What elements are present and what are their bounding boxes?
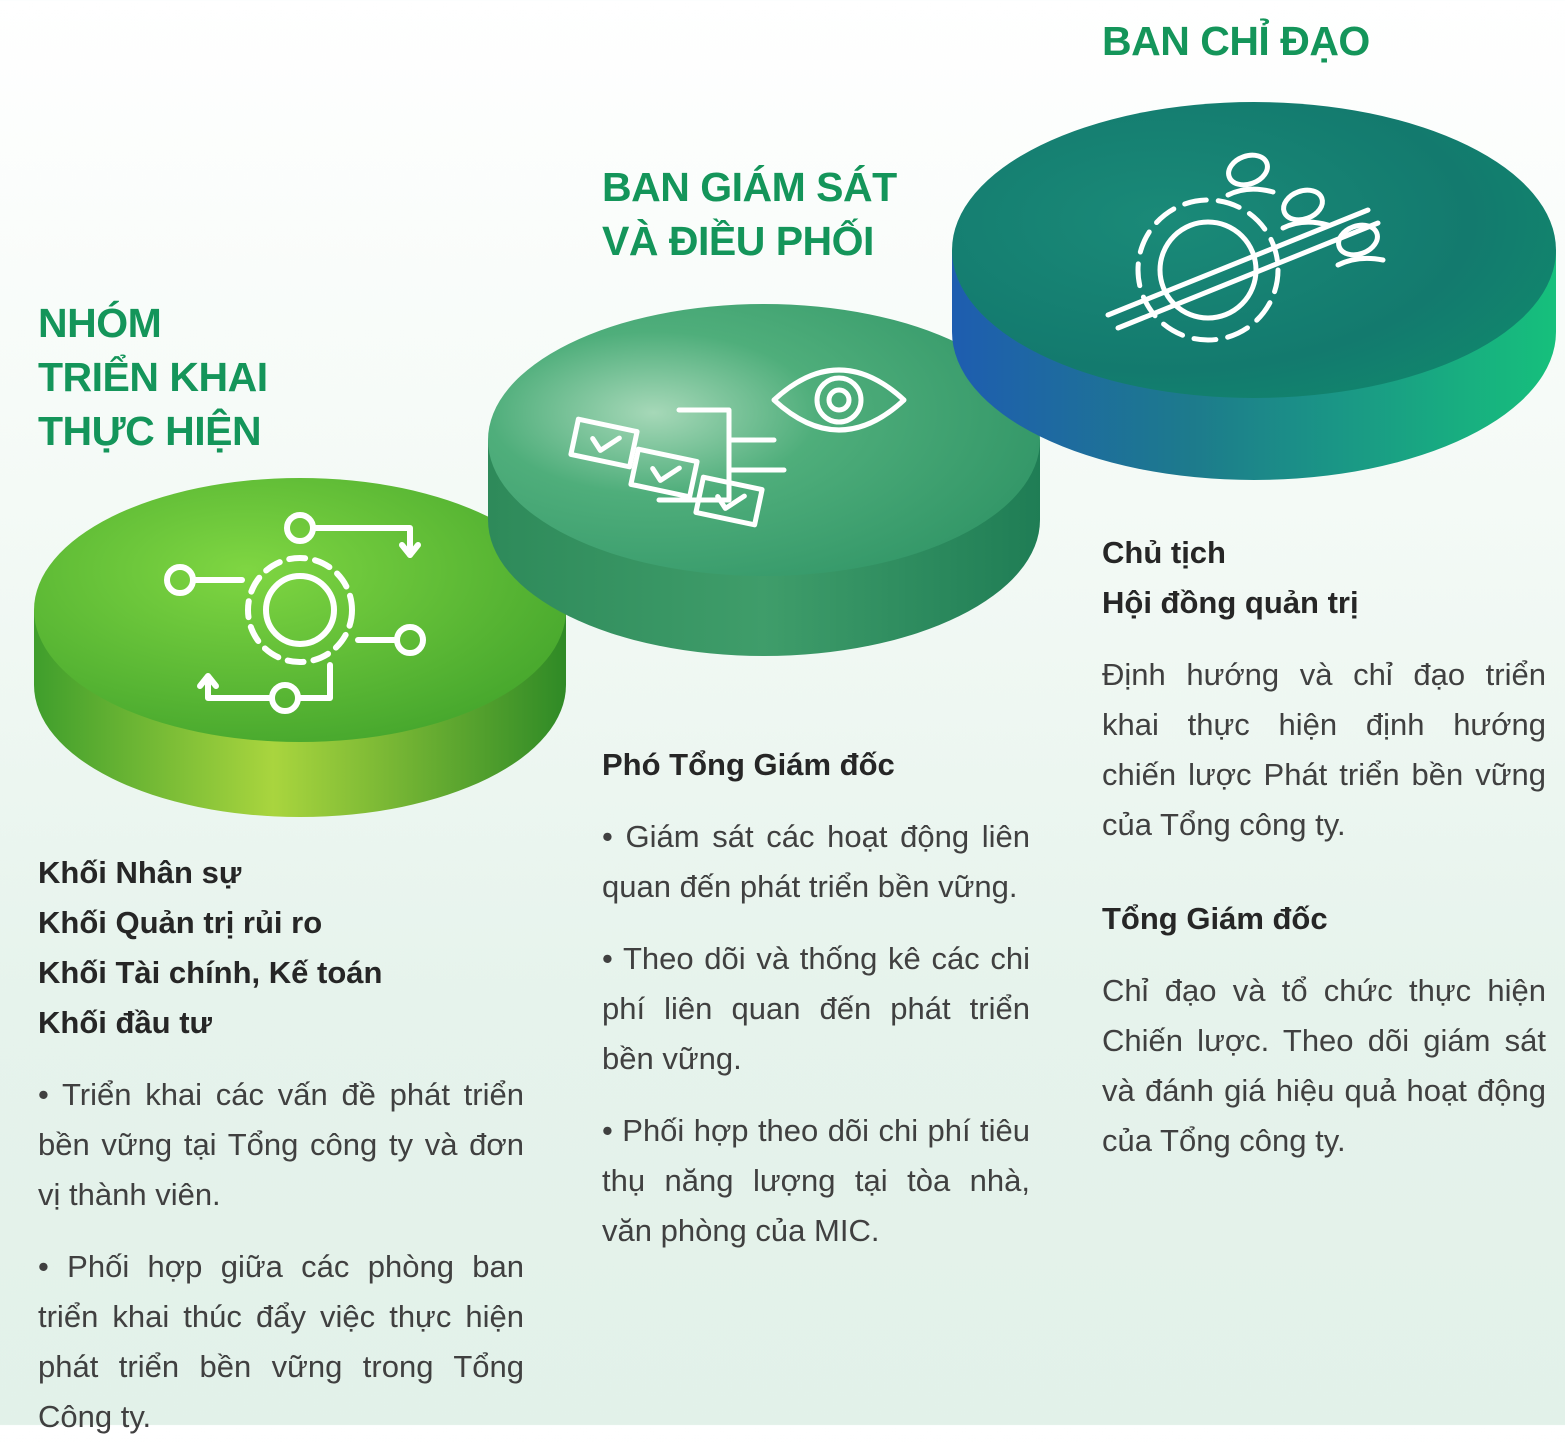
heading-implementation: NHÓM TRIỂN KHAI THỰC HIỆN <box>38 300 268 454</box>
eye-checklist-icon <box>568 367 907 528</box>
role-title-chairman-line2: Hội đồng quản trị <box>1102 585 1359 620</box>
implementation-disc <box>30 470 570 830</box>
implementation-text: Khối Nhân sự Khối Quản trị rủi ro Khối T… <box>38 848 524 1442</box>
supervision-bullet-1: • Giám sát các hoạt động liên quan đến p… <box>602 819 1030 904</box>
heading-executive: BAN CHỈ ĐẠO <box>1102 18 1370 64</box>
gear-people-icon <box>1105 152 1386 343</box>
heading-supervision: BAN GIÁM SÁT VÀ ĐIỀU PHỐI <box>602 164 897 264</box>
role-title-chairman-line1: Chủ tịch <box>1102 535 1226 570</box>
unit-risk: Khối Quản trị rủi ro <box>38 905 323 940</box>
unit-finance: Khối Tài chính, Kế toán <box>38 955 383 990</box>
gear-workflow-icon <box>164 512 426 714</box>
unit-investment: Khối đầu tư <box>38 1005 212 1040</box>
role-title-ceo: Tổng Giám đốc <box>1102 901 1328 936</box>
implementation-bullet-2: • Phối hợp giữa các phòng ban triển khai… <box>38 1249 524 1434</box>
implementation-bullet-1: • Triển khai các vấn đề phát triển bền v… <box>38 1077 524 1212</box>
role-description-ceo: Chỉ đạo và tổ chức thực hiện Chiến lược.… <box>1102 973 1546 1158</box>
role-title-deputy-ceo: Phó Tổng Giám đốc <box>602 747 895 782</box>
supervision-text: Phó Tổng Giám đốc • Giám sát các hoạt độ… <box>602 740 1030 1256</box>
supervision-bullet-2: • Theo dõi và thống kê các chi phí liên … <box>602 941 1030 1076</box>
unit-hr: Khối Nhân sự <box>38 855 242 890</box>
executive-text: Chủ tịch Hội đồng quản trị Định hướng và… <box>1102 528 1546 1166</box>
executive-disc <box>948 100 1560 490</box>
supervision-disc <box>484 295 1044 665</box>
supervision-bullet-3: • Phối hợp theo dõi chi phí tiêu thụ năn… <box>602 1113 1030 1248</box>
role-description-chairman: Định hướng và chỉ đạo triển khai thực hi… <box>1102 657 1546 842</box>
